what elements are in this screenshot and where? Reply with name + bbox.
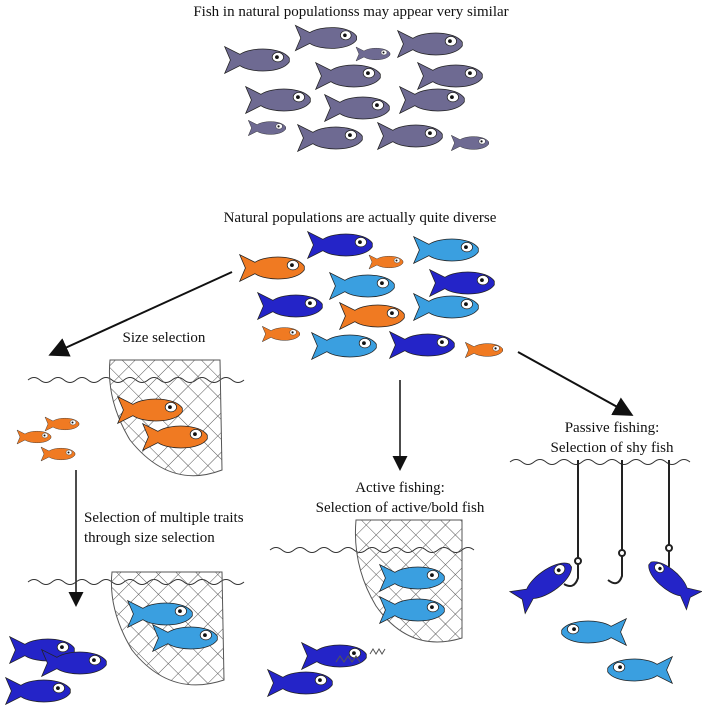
small-orange-fish	[44, 416, 80, 432]
orange-fish	[339, 302, 405, 330]
fishing-hooks	[563, 460, 673, 587]
grey-fish-school	[224, 24, 489, 152]
hook	[563, 564, 579, 587]
hook-eye	[574, 557, 582, 565]
arrow-to-size-selection	[48, 271, 233, 357]
light-blue-fish	[413, 293, 479, 321]
orange-fish	[465, 342, 503, 358]
dark-blue-fish-escaping	[301, 642, 367, 670]
dark-blue-fish	[389, 331, 455, 359]
hook-eye	[665, 544, 673, 552]
hooked-dark-blue-fish	[509, 554, 579, 614]
passive-fishing-line1: Passive fishing:	[565, 420, 660, 436]
grey-fish	[224, 46, 290, 74]
orange-fish	[262, 326, 300, 342]
top-title: Fish in natural populationss may appear …	[193, 4, 508, 20]
multiple-traits-line1: Selection of multiple traits	[84, 510, 244, 526]
grey-fish	[248, 120, 286, 136]
water-surface	[509, 459, 691, 465]
passive-fishing-line2: Selection of shy fish	[551, 440, 674, 456]
grey-fish	[451, 135, 489, 151]
diverse-fish-school	[239, 231, 503, 360]
active-fishing-line2: Selection of active/bold fish	[316, 500, 485, 516]
shy-light-blue-fish	[607, 656, 673, 684]
active-fishing-line1: Active fishing:	[355, 480, 445, 496]
small-orange-fish	[40, 446, 76, 462]
hook-eye	[618, 549, 626, 557]
grey-fish	[297, 124, 363, 152]
grey-fish	[315, 62, 381, 90]
dark-blue-fish	[429, 269, 495, 297]
small-orange-fish	[16, 429, 52, 445]
hook	[607, 556, 623, 585]
dark-blue-fish	[257, 292, 323, 320]
light-blue-fish	[329, 272, 395, 300]
grey-fish	[417, 62, 483, 90]
grey-fish	[377, 122, 443, 150]
shy-light-blue-fish	[561, 618, 627, 646]
grey-fish	[397, 30, 463, 58]
light-blue-fish	[413, 236, 479, 264]
light-blue-fish	[311, 332, 377, 360]
multiple-traits-line2: through size selection	[84, 530, 215, 546]
size-selection-label: Size selection	[123, 330, 206, 346]
dark-blue-fish	[5, 677, 71, 705]
grey-fish	[294, 24, 358, 52]
orange-fish	[368, 254, 404, 270]
hooked-dark-blue-fish	[641, 553, 702, 611]
grey-fish	[324, 94, 390, 122]
motion-lines	[335, 648, 386, 663]
multiple-traits-net	[110, 571, 225, 686]
grey-fish	[399, 86, 465, 114]
middle-title: Natural populations are actually quite d…	[224, 210, 497, 226]
grey-fish	[355, 46, 391, 62]
dark-blue-fish-escaping	[267, 669, 333, 697]
dark-blue-fish	[307, 231, 373, 259]
arrow-to-passive-fishing	[517, 351, 634, 416]
grey-fish	[245, 86, 311, 114]
orange-fish	[239, 254, 305, 282]
